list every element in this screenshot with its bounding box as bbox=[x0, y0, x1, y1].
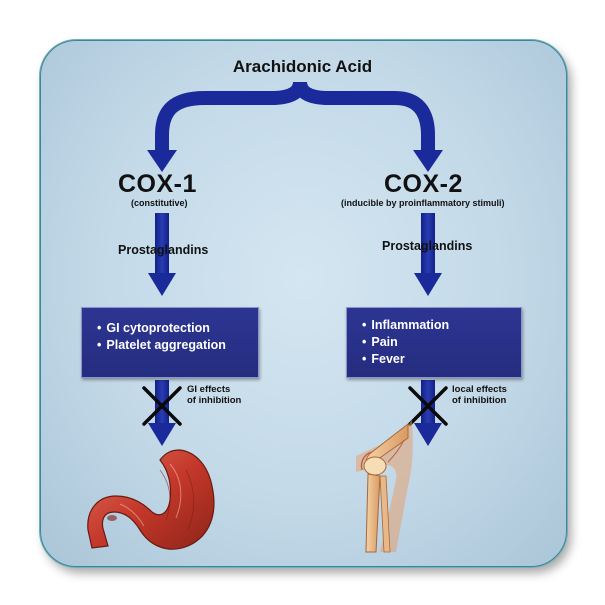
cox2-inhibition-note: local effects of inhibition bbox=[452, 384, 507, 406]
diagram-panel bbox=[40, 40, 567, 567]
list-item: •Inflammation bbox=[362, 318, 450, 332]
cox2-type-label: (inducible by proinflammatory stimuli) bbox=[341, 198, 505, 208]
split-arrow bbox=[147, 81, 443, 172]
knee-joint-icon bbox=[356, 420, 413, 553]
cox1-functions-box: •GI cytoprotection •Platelet aggregation bbox=[81, 307, 259, 378]
x-mark-icon bbox=[142, 386, 182, 426]
cox1-arrows bbox=[148, 213, 176, 446]
cox2-functions-box: •Inflammation •Pain •Fever bbox=[346, 307, 522, 378]
cox2-arrows bbox=[414, 213, 442, 446]
list-item: •Platelet aggregation bbox=[97, 338, 226, 352]
list-item: •Pain bbox=[362, 335, 398, 349]
cox2-product-label: Prostaglandins bbox=[382, 239, 473, 253]
list-item: •Fever bbox=[362, 352, 405, 366]
cox2-label: COX-2 bbox=[384, 170, 463, 198]
cox1-product-label: Prostaglandins bbox=[118, 243, 209, 257]
cox1-inhibition-note: GI effects of inhibition bbox=[187, 384, 242, 406]
x-mark-icon bbox=[408, 386, 448, 426]
cox1-label: COX-1 bbox=[118, 170, 197, 198]
stomach-icon bbox=[87, 449, 215, 550]
cox1-type-label: (constitutive) bbox=[131, 198, 188, 208]
diagram-title: Arachidonic Acid bbox=[232, 57, 373, 76]
list-item: •GI cytoprotection bbox=[97, 321, 210, 335]
